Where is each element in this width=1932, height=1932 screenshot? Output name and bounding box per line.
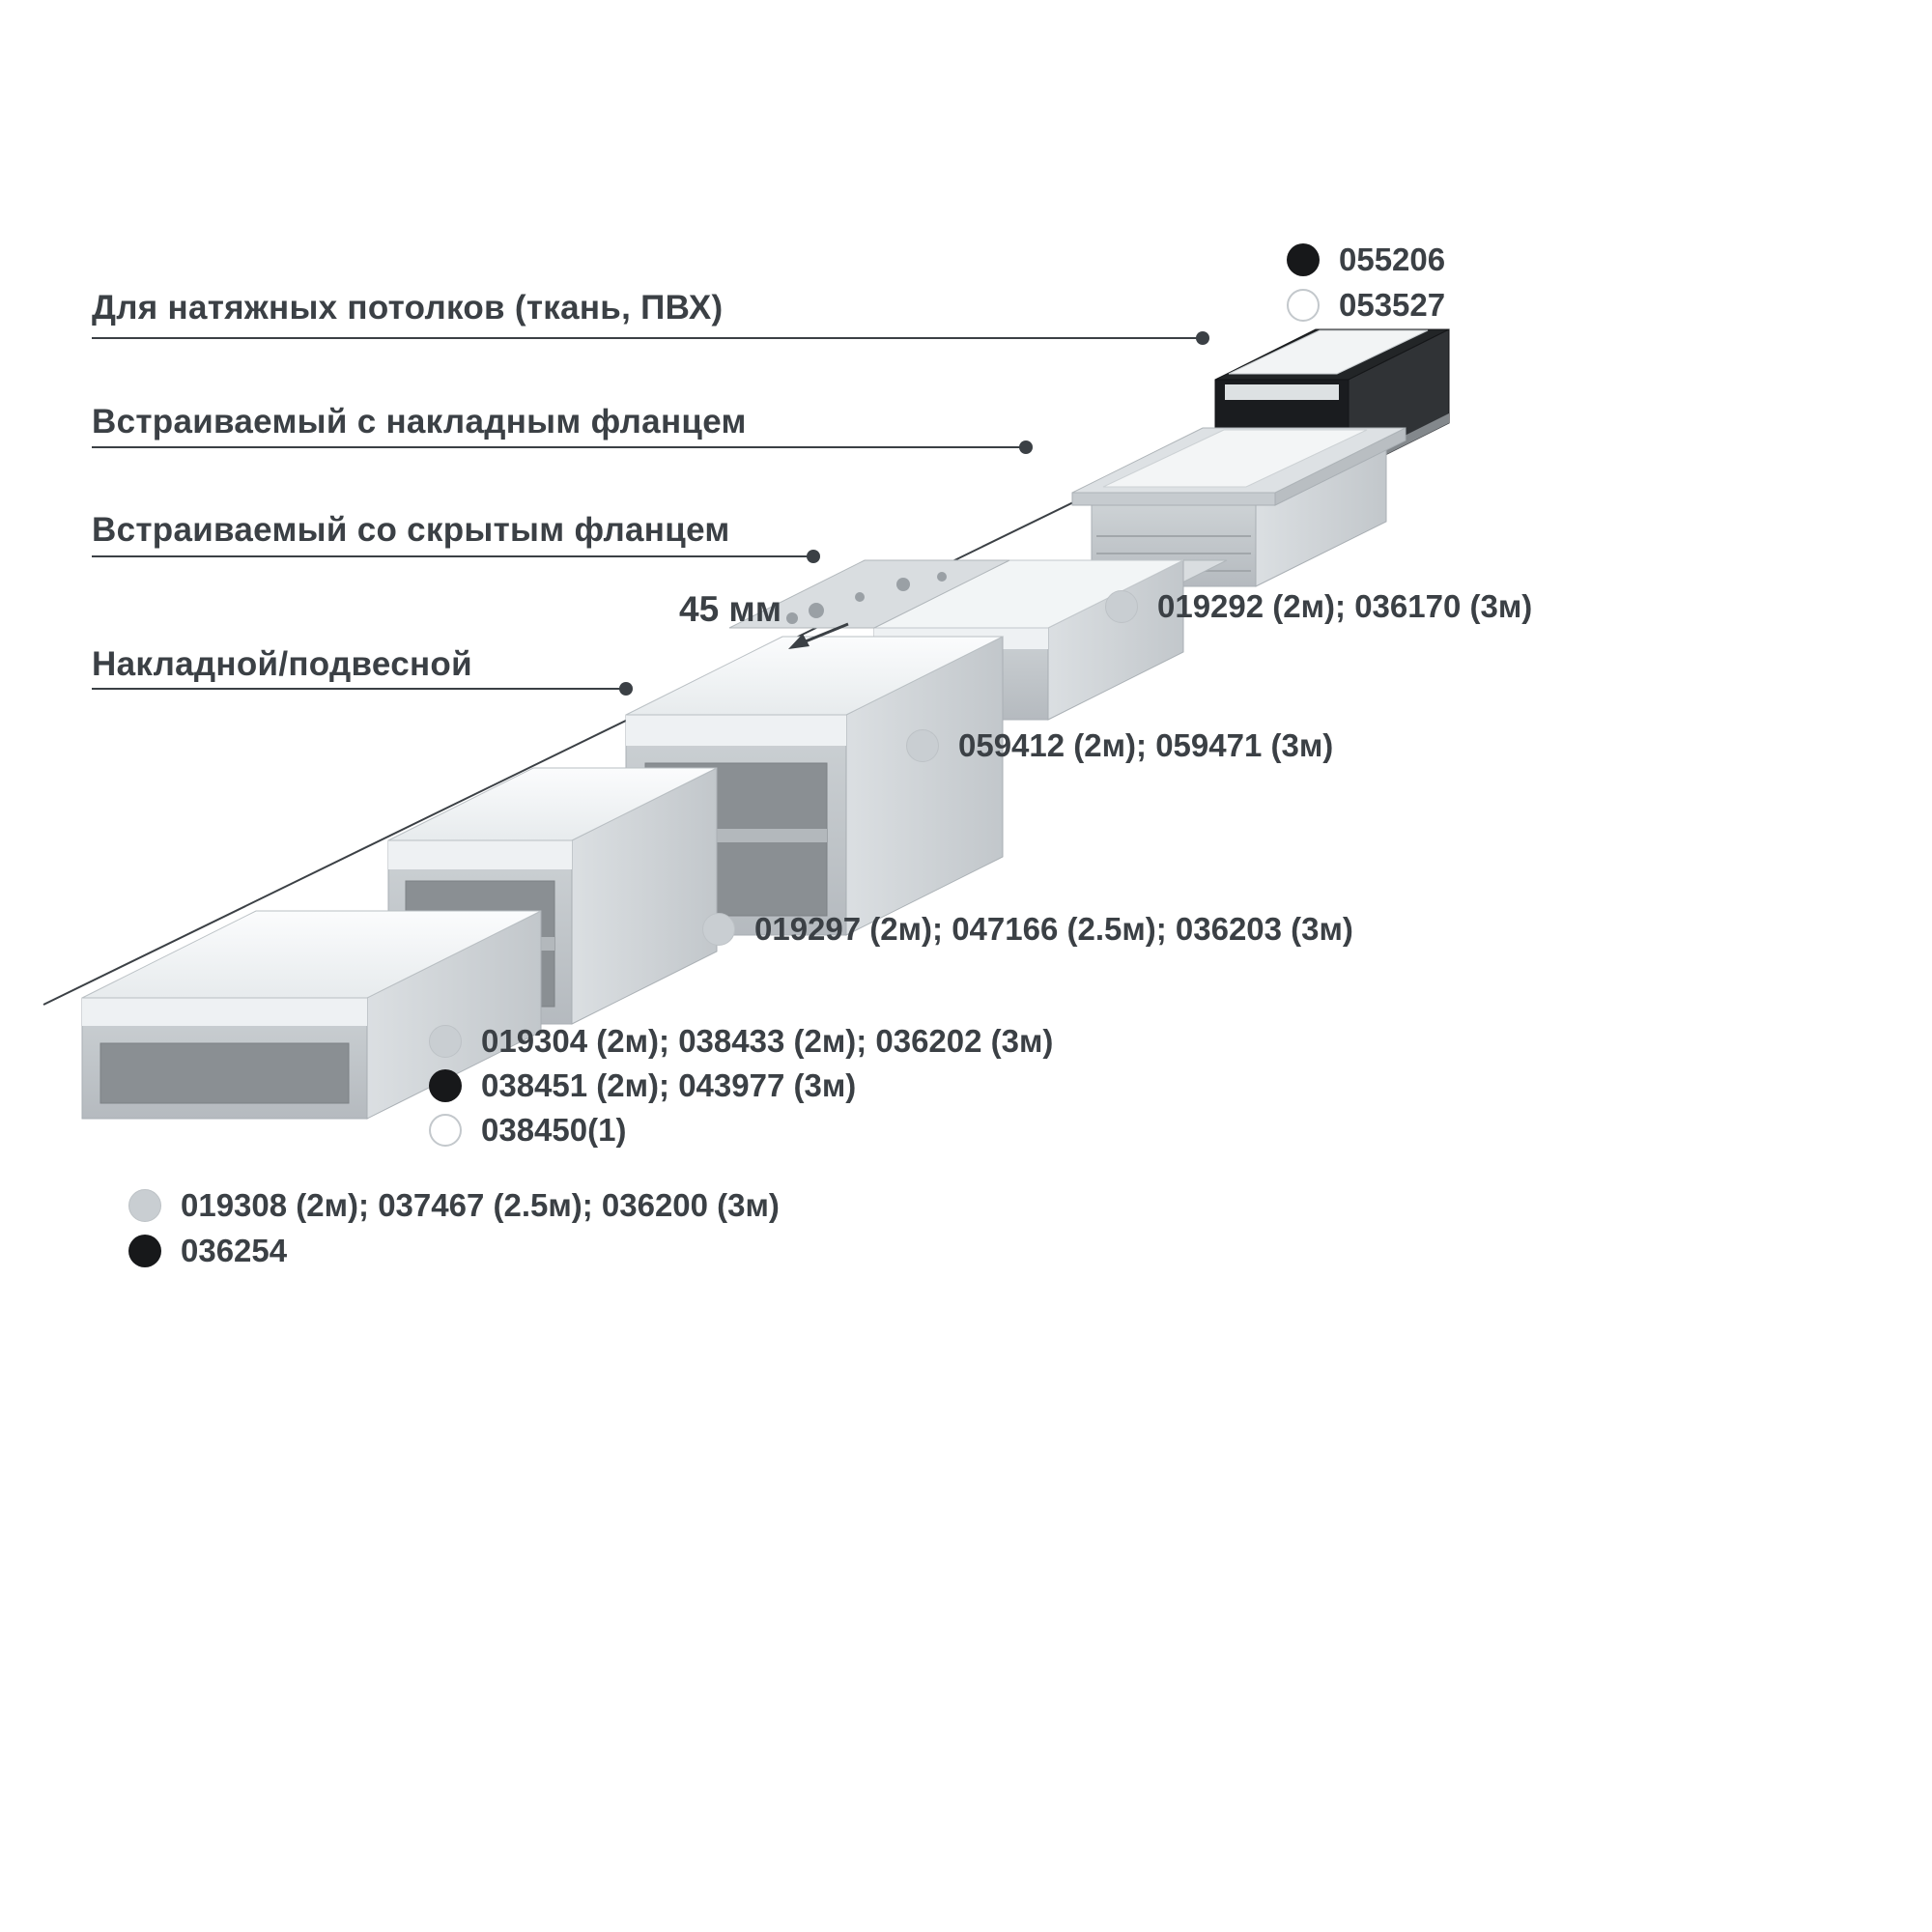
code-row-surface-low-2: 036254 xyxy=(128,1231,287,1271)
color-dot-black-icon xyxy=(1287,243,1320,276)
product-code: 055206 xyxy=(1339,242,1446,277)
profile-diffuser-top xyxy=(387,767,718,841)
dimension-arrow xyxy=(788,622,849,649)
product-code: 038451 (2м); 043977 (3м) xyxy=(481,1067,857,1103)
leader-end-dot xyxy=(1196,331,1209,345)
color-dot-gray-icon xyxy=(702,913,735,946)
arrowhead xyxy=(788,634,810,649)
product-code: 038450(1) xyxy=(481,1112,627,1148)
code-row-surface-medium-2: 038451 (2м); 043977 (3м) xyxy=(429,1065,856,1106)
profile-diffuser-strip xyxy=(1225,384,1339,400)
product-code: 019308 (2м); 037467 (2.5м); 036200 (3м) xyxy=(181,1187,780,1223)
color-dot-black-icon xyxy=(128,1235,161,1267)
code-row-surface-large: 019297 (2м); 047166 (2.5м); 036203 (3м) xyxy=(702,909,1353,950)
code-row-stretch-2: 053527 xyxy=(1287,285,1445,326)
color-dot-gray-icon xyxy=(1105,590,1138,623)
leader-end-dot xyxy=(1019,440,1033,454)
color-dot-gray-icon xyxy=(429,1025,462,1058)
dimension-label: 45 мм xyxy=(679,589,782,629)
leader-line-recessed-flange xyxy=(92,440,1033,454)
profile-surface-low xyxy=(81,910,542,1120)
flange-hole xyxy=(855,592,865,602)
product-code: 019297 (2м); 047166 (2.5м); 036203 (3м) xyxy=(754,911,1353,947)
profile-diffuser-strip xyxy=(626,715,846,746)
leader-line-stretch-ceiling xyxy=(92,331,1209,345)
product-code: 019292 (2м); 036170 (3м) xyxy=(1157,588,1533,624)
flange-front-lip xyxy=(1071,492,1276,506)
profile-diffuser-strip xyxy=(388,840,572,869)
profile-diffuser-top xyxy=(1102,429,1368,488)
leader-line-surface-mounted xyxy=(92,682,633,696)
category-label-recessed-flange: Встраиваемый с накладным фланцем xyxy=(92,403,747,440)
color-dot-gray-icon xyxy=(906,729,939,762)
color-dot-gray-icon xyxy=(128,1189,161,1222)
product-code: 019304 (2м); 038433 (2м); 036202 (3м) xyxy=(481,1023,1054,1059)
code-row-stretch-1: 055206 xyxy=(1287,240,1445,280)
color-dot-black-icon xyxy=(429,1069,462,1102)
code-row-surface-medium-1: 019304 (2м); 038433 (2м); 036202 (3м) xyxy=(429,1021,1053,1062)
profile-diffuser-top xyxy=(81,910,542,999)
flange-hole xyxy=(809,603,824,618)
color-dot-white-icon xyxy=(1287,289,1320,322)
code-row-recessed-hidden: 059412 (2м); 059471 (3м) xyxy=(906,725,1333,766)
code-row-surface-medium-3: 038450(1) xyxy=(429,1110,626,1151)
code-row-surface-low-1: 019308 (2м); 037467 (2.5м); 036200 (3м) xyxy=(128,1185,780,1226)
leader-line-recessed-hidden-flange xyxy=(92,550,820,563)
color-dot-white-icon xyxy=(429,1114,462,1147)
leader-end-dot xyxy=(807,550,820,563)
product-code: 053527 xyxy=(1339,287,1446,323)
product-code: 059412 (2м); 059471 (3м) xyxy=(958,727,1334,763)
category-label-stretch-ceiling: Для натяжных потолков (ткань, ПВХ) xyxy=(92,289,724,327)
flange-hole xyxy=(937,572,947,582)
product-code: 036254 xyxy=(181,1233,288,1268)
category-label-surface-mounted: Накладной/подвесной xyxy=(92,645,472,683)
leader-end-dot xyxy=(619,682,633,696)
profile-diffuser-top xyxy=(625,636,1004,716)
code-row-recessed-flange: 019292 (2м); 036170 (3м) xyxy=(1105,586,1532,627)
profile-diffuser-strip xyxy=(82,998,367,1026)
category-label-recessed-hidden-flange: Встраиваемый со скрытым фланцем xyxy=(92,511,730,549)
flange-hole xyxy=(786,612,798,624)
flange-hole xyxy=(896,578,910,591)
profile-diffuser-top xyxy=(1228,329,1429,375)
profile-cavity xyxy=(99,1042,350,1104)
